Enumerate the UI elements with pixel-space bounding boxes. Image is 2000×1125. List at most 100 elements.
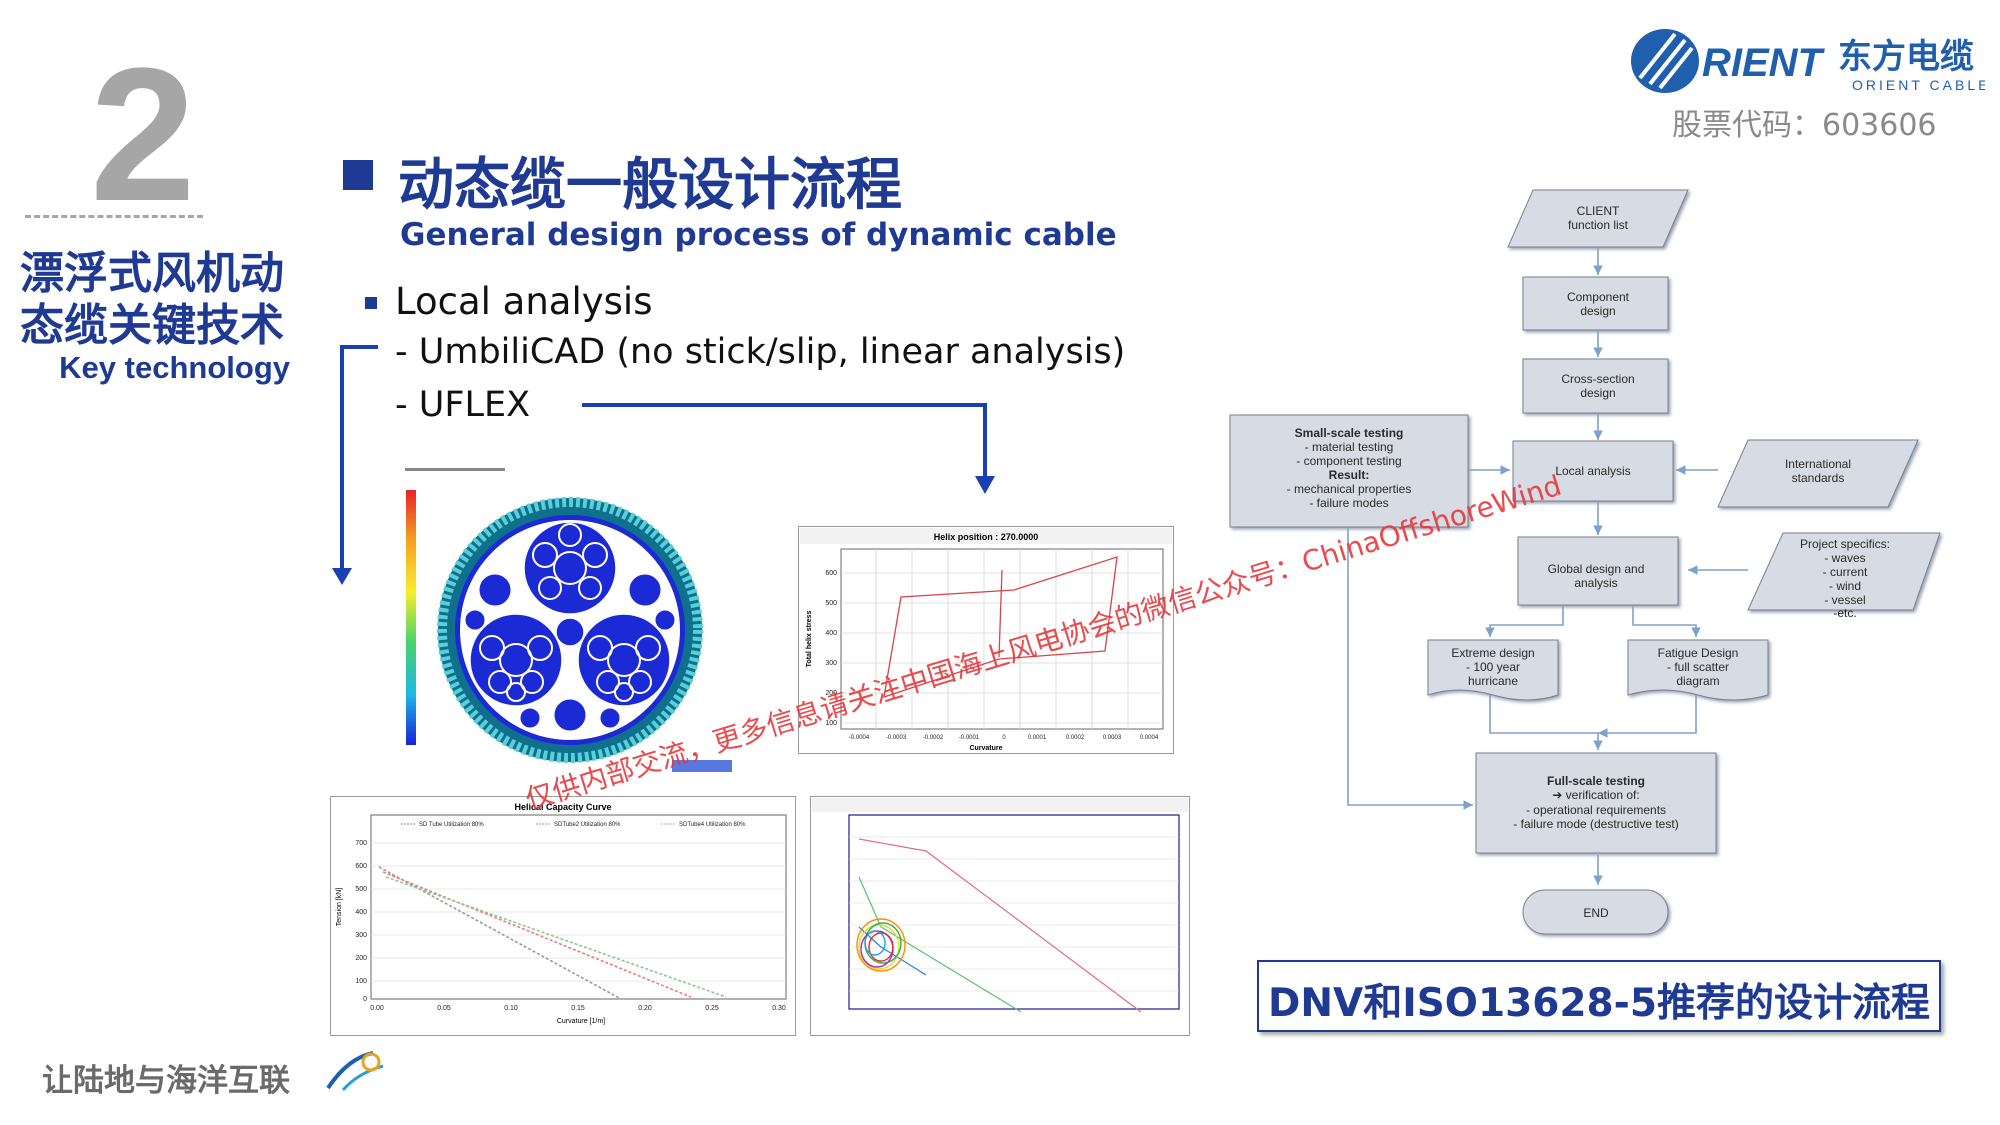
flow-extreme-2: - 100 year [1466,660,1520,674]
helix-ytick: 100 [825,720,837,727]
capacity-chart-title: Helical Capacity Curve [514,802,611,812]
flow-fatigue-2: - full scatter [1667,660,1729,674]
flow-small-6: - failure modes [1309,496,1388,510]
list-item-umbilicad: - UmbiliCAD (no stick/slip, linear analy… [395,332,1126,372]
section-number: 2 [90,29,196,241]
flow-component-1: Component [1567,290,1630,304]
flow-cross-2: design [1580,386,1615,400]
footer-logo [326,1051,384,1092]
capacity-ytick: 300 [355,932,367,939]
section-divider [25,215,203,218]
flow-intl-1: International [1785,457,1851,471]
capacity-ytick: 200 [355,955,367,962]
logo-text: RIENT [1702,41,1826,85]
flow-small-5: - mechanical properties [1287,482,1412,496]
page-subtitle: General design process of dynamic cable [400,217,1117,253]
capacity-ytick: 600 [355,863,367,870]
flow-small-1: Small-scale testing [1295,426,1404,440]
logo-cn: 东方电缆 [1838,37,1974,77]
flow-client-2: function list [1568,218,1629,232]
capacity-xtick: 0.15 [571,1005,585,1012]
cable-cross-section-image [405,468,703,763]
logo-en: ORIENT CABLE [1852,77,1985,93]
flow-extreme-3: hurricane [1468,674,1518,688]
capacity-legend: SDTube2 Utilization 80% [554,822,621,828]
capacity-ytick: 400 [355,909,367,916]
flow-project-4: - wind [1829,579,1861,593]
footer-slogan: 让陆地与海洋互联 [42,1063,290,1099]
helix-xlabel: Curvature [969,745,1002,752]
helical-capacity-chart: Helical Capacity Curve SD Tube Utilizati… [330,796,796,1036]
capacity-legend: SDTube4 Utilization 80% [679,822,746,828]
interaction-diagram [810,796,1190,1036]
helix-chart-title: Helix position : 270.0000 [934,532,1039,542]
section-title-line1: 漂浮式风机动 [20,248,284,299]
orient-cable-logo: RIENT 东方电缆 ORIENT CABLE [1631,29,1985,93]
flow-cross-1: Cross-section [1561,372,1634,386]
helix-ytick: 200 [825,690,837,697]
section-title: 漂浮式风机动 态缆关键技术 [20,248,290,352]
section-subtitle: Key technology [59,350,290,385]
helix-xtick: 0.0004 [1140,735,1159,741]
flow-full-3: - operational requirements [1526,803,1666,817]
helix-ylabel: Total helix stress [806,611,813,668]
flow-global-1: Global design and [1548,562,1645,576]
helix-ytick: 500 [825,600,837,607]
flow-small-3: - component testing [1296,454,1401,468]
flow-full-2: ➔ verification of: [1552,788,1639,802]
flow-end: END [1583,906,1609,920]
capacity-xtick: 0.00 [370,1005,384,1012]
capacity-ylabel: Tension [kN] [336,888,343,927]
section-title-line2: 态缆关键技术 [20,300,284,351]
flow-project-5: - vessel [1824,593,1865,607]
flow-intl-2: standards [1792,471,1845,485]
helix-xtick: 0.0003 [1103,735,1122,741]
capacity-xtick: 0.30 [772,1005,786,1012]
flow-small-4: Result: [1329,468,1370,482]
capacity-xtick: 0.05 [437,1005,451,1012]
flow-component-2: design [1580,304,1615,318]
flow-project-6: -etc. [1833,606,1856,620]
flow-project-1: Project specifics: [1800,537,1890,551]
capacity-ytick: 500 [355,886,367,893]
capacity-xtick: 0.10 [504,1005,518,1012]
flow-full-1: Full-scale testing [1547,774,1645,788]
heading-bullet [343,160,373,190]
design-flowchart: CLIENT function list Component design Cr… [1229,189,1941,935]
flow-project-3: - current [1823,565,1868,579]
flow-fatigue-1: Fatigue Design [1658,646,1739,660]
caption-text: DNV和ISO13628-5推荐的设计流程 [1268,981,1930,1026]
helix-ytick: 300 [825,660,837,667]
helix-ytick: 600 [825,570,837,577]
capacity-legend: SD Tube Utilization 80% [419,822,484,828]
helix-xtick: 0.0002 [1066,735,1085,741]
helix-ytick: 400 [825,630,837,637]
list-bullet [365,297,377,309]
flow-fatigue-3: diagram [1676,674,1719,688]
flow-global-2: analysis [1574,576,1617,590]
helix-xtick: -0.0002 [923,735,944,741]
helix-stress-chart: Helix position : 270.0000 600 500 400 30… [798,526,1174,754]
flow-extreme-1: Extreme design [1451,646,1534,660]
flow-full-4: - failure mode (destructive test) [1513,817,1678,831]
helix-xtick: -0.0004 [849,735,870,741]
helix-xtick: 0 [1002,735,1006,741]
flow-client-1: CLIENT [1577,204,1620,218]
caption-box [1257,960,1941,1032]
local-analysis-heading: Local analysis [395,280,653,323]
page-title: 动态缆一般设计流程 [398,153,902,218]
helix-xtick: -0.0001 [959,735,980,741]
list-item-uflex: - UFLEX [395,385,531,425]
capacity-xlabel: Curvature [1/m] [557,1018,605,1025]
image-overlay-bar [672,760,732,772]
flow-small-2: - material testing [1305,440,1394,454]
capacity-xtick: 0.20 [638,1005,652,1012]
helix-xtick: -0.0003 [886,735,907,741]
capacity-ytick: 0 [363,996,367,1003]
flow-local: Local analysis [1555,464,1630,478]
capacity-ytick: 700 [355,840,367,847]
capacity-ytick: 100 [355,978,367,985]
helix-xtick: 0.0001 [1028,735,1047,741]
flow-project-2: - waves [1824,551,1865,565]
capacity-xtick: 0.25 [705,1005,719,1012]
